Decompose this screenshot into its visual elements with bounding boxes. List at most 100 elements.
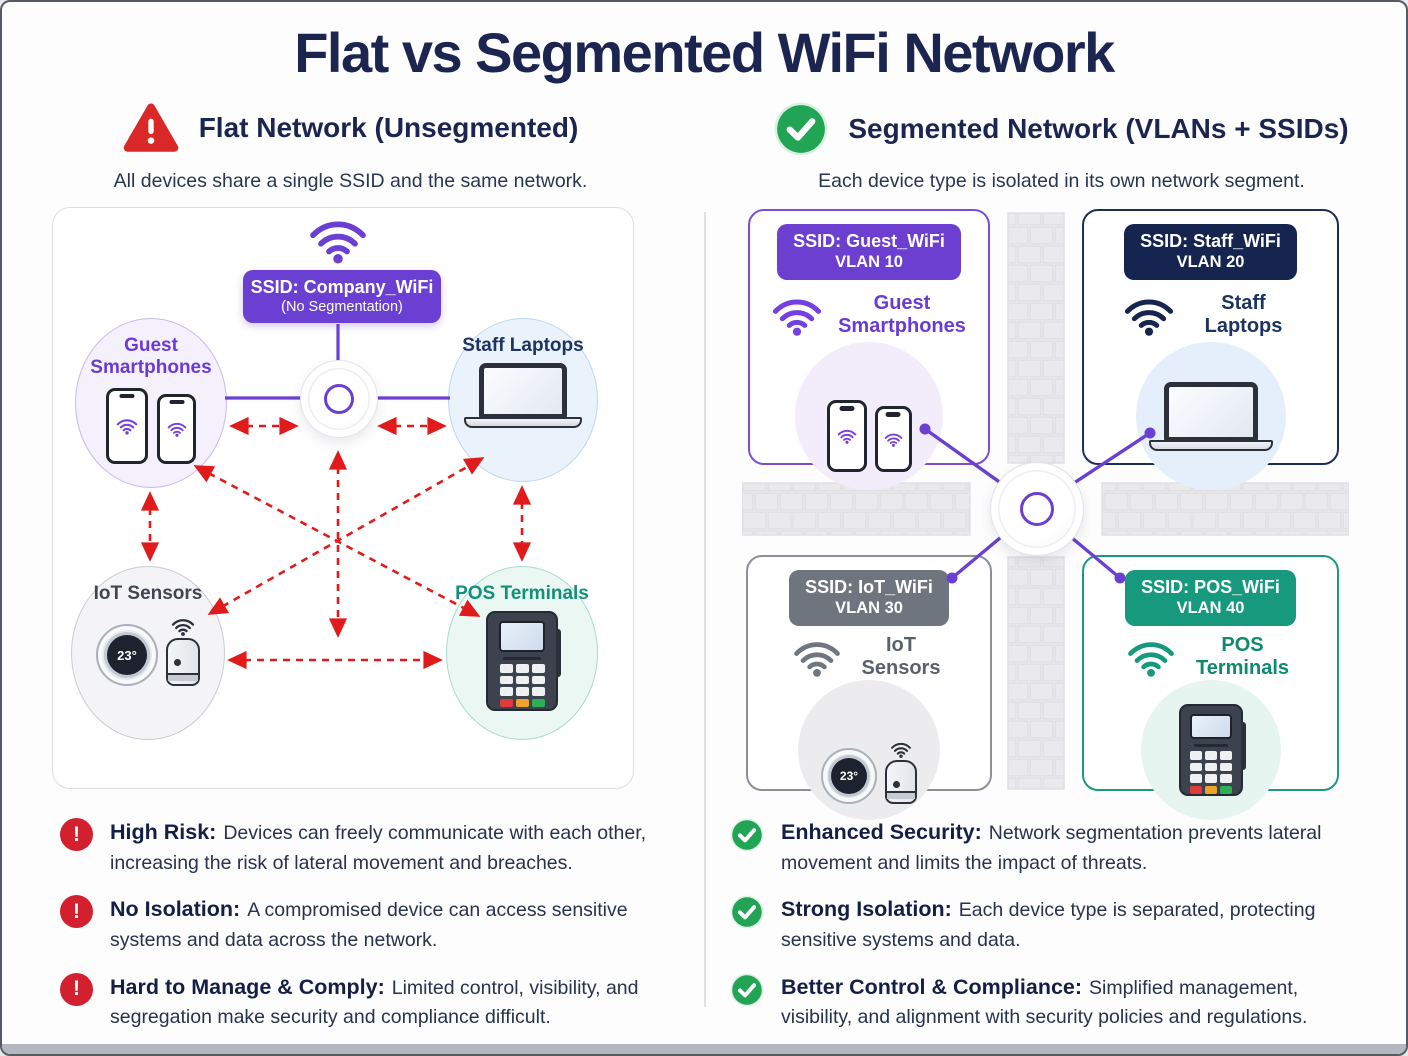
bullet-text: Each device type is separated, protectin… bbox=[781, 899, 1316, 951]
bullet-title: Strong Isolation: bbox=[781, 897, 952, 922]
list-item: ! No Isolation:A compromised device can … bbox=[60, 893, 678, 955]
page-title: Flat vs Segmented WiFi Network bbox=[294, 21, 1115, 84]
iot-sensors-label: IoT Sensors bbox=[93, 583, 203, 604]
bullet-title: Hard to Manage & Comply: bbox=[110, 974, 385, 999]
segmentation-label: (No Segmentation) bbox=[281, 299, 403, 315]
access-point bbox=[300, 360, 378, 438]
smartphone-icons bbox=[106, 387, 196, 464]
wifi-icon bbox=[890, 742, 912, 758]
check-circle-icon bbox=[730, 896, 764, 929]
flat-network-diagram: SSID: Company_WiFi (No Segmentation) Gue… bbox=[52, 207, 634, 789]
guest-ssid-badge: SSID: Guest_WiFi VLAN 10 bbox=[777, 224, 961, 280]
list-item: Better Control & Compliance:Simplified m… bbox=[730, 971, 1370, 1033]
ssid-label: SSID: Staff_WiFi bbox=[1140, 231, 1281, 251]
flat-section-subtitle: All devices share a single SSID and the … bbox=[113, 170, 588, 192]
pos-terminals-label: POS Terminals bbox=[1196, 634, 1289, 679]
guest-vlan-segment: SSID: Guest_WiFi VLAN 10 Guest Smartphon… bbox=[748, 209, 990, 490]
iot-ssid-badge: SSID: IoT_WiFi VLAN 30 bbox=[789, 570, 949, 626]
bullet-title: High Risk: bbox=[110, 820, 217, 844]
check-circle-icon bbox=[774, 102, 828, 156]
wifi-icon bbox=[167, 422, 186, 437]
iot-sensor-icon bbox=[885, 741, 917, 804]
iot-vlan-segment: SSID: IoT_WiFi VLAN 30 IoT Sensors 23° bbox=[746, 555, 992, 820]
company-ssid-badge: SSID: Company_WiFi (No Segmentation) bbox=[243, 270, 441, 323]
wifi-icon bbox=[771, 295, 823, 336]
wifi-icon bbox=[837, 429, 856, 444]
bullet-text: Simplified management, visibility, and a… bbox=[781, 976, 1308, 1029]
bullet-text: A compromised device can access sensitiv… bbox=[110, 899, 628, 951]
warning-triangle-icon bbox=[123, 103, 178, 152]
pos-device-circle bbox=[1140, 680, 1281, 820]
thermostat-temp: 23° bbox=[107, 635, 147, 676]
ssid-label: SSID: IoT_WiFi bbox=[805, 577, 933, 597]
staff-laptops-label: Staff Laptops bbox=[462, 335, 584, 356]
thermostat-icon: 23° bbox=[96, 624, 158, 687]
alert-icon: ! bbox=[60, 972, 93, 1006]
list-item: Strong Isolation:Each device type is sep… bbox=[730, 893, 1370, 955]
wifi-icon bbox=[1126, 638, 1176, 677]
guest-smartphones-label: Guest Smartphones bbox=[838, 292, 966, 337]
column-divider bbox=[704, 212, 706, 1007]
segmented-section-header: Segmented Network (VLANs + SSIDs) bbox=[713, 102, 1406, 156]
iot-sensors-label: IoT Sensors bbox=[861, 634, 941, 679]
thermostat-temp: 23° bbox=[831, 758, 867, 794]
flat-section-header: Flat Network (Unsegmented) bbox=[2, 102, 699, 154]
iot-device-circle: 23° bbox=[798, 680, 940, 820]
smartphone-icon bbox=[157, 393, 196, 464]
bullet-title: Better Control & Compliance: bbox=[781, 974, 1083, 999]
check-circle-icon bbox=[730, 973, 764, 1006]
pos-vlan-segment: SSID: POS_WiFi VLAN 40 POS Terminals bbox=[1082, 555, 1339, 820]
list-item: ! Hard to Manage & Comply:Limited contro… bbox=[60, 971, 678, 1033]
segmented-section-subtitle: Each device type is isolated in its own … bbox=[818, 170, 1305, 192]
list-item: ! High Risk:Devices can freely communica… bbox=[60, 816, 678, 878]
bullet-text: Network segmentation prevents lateral mo… bbox=[781, 822, 1322, 874]
bullet-text: Devices can freely communicate with each… bbox=[110, 822, 647, 874]
iot-sensor-icon bbox=[166, 617, 200, 687]
wifi-icon bbox=[116, 418, 138, 435]
bullet-title: Enhanced Security: bbox=[781, 820, 982, 844]
check-circle-icon bbox=[730, 818, 764, 852]
staff-device-circle bbox=[1135, 342, 1286, 490]
wifi-icon bbox=[308, 216, 368, 264]
laptop-icon bbox=[1148, 381, 1273, 451]
segmented-network-diagram: SSID: Guest_WiFi VLAN 10 Guest Smartphon… bbox=[742, 207, 1349, 820]
flat-section-title: Flat Network (Unsegmented) bbox=[198, 112, 579, 143]
pos-terminals-node: POS Terminals bbox=[446, 566, 598, 740]
pos-terminal-icon bbox=[486, 611, 561, 712]
wifi-icon bbox=[1123, 295, 1175, 336]
pos-ssid-badge: SSID: POS_WiFi VLAN 40 bbox=[1125, 570, 1296, 626]
pos-terminal-icon bbox=[1178, 704, 1246, 796]
alert-icon: ! bbox=[60, 895, 93, 929]
guest-smartphones-node: Guest Smartphones bbox=[75, 318, 227, 488]
bullet-title: No Isolation: bbox=[110, 897, 241, 922]
segmented-section-title: Segmented Network (VLANs + SSIDs) bbox=[848, 113, 1349, 144]
access-point bbox=[990, 462, 1084, 556]
staff-vlan-segment: SSID: Staff_WiFi VLAN 20 Staff Laptops bbox=[1082, 209, 1339, 490]
guest-smartphones-label: Guest Smartphones bbox=[90, 335, 212, 379]
vlan-label: VLAN 30 bbox=[835, 599, 903, 617]
list-item: Enhanced Security:Network segmentation p… bbox=[730, 816, 1370, 878]
staff-ssid-badge: SSID: Staff_WiFi VLAN 20 bbox=[1124, 224, 1297, 280]
wifi-icon bbox=[171, 619, 195, 637]
pos-terminals-label: POS Terminals bbox=[455, 583, 589, 604]
bullet-text: Limited control, visibility, and segrega… bbox=[110, 976, 639, 1029]
thermostat-icon: 23° bbox=[821, 748, 877, 804]
window-bottom-edge bbox=[2, 1044, 1406, 1054]
laptop-icon bbox=[464, 363, 582, 429]
ssid-label: SSID: Guest_WiFi bbox=[793, 231, 945, 251]
wifi-icon bbox=[884, 433, 902, 447]
smartphone-icon bbox=[874, 406, 912, 472]
vlan-label: VLAN 40 bbox=[1176, 599, 1245, 617]
ssid-label: SSID: POS_WiFi bbox=[1141, 577, 1280, 597]
guest-device-circle bbox=[795, 342, 943, 490]
staff-laptops-label: Staff Laptops bbox=[1204, 292, 1283, 337]
vlan-label: VLAN 10 bbox=[835, 253, 903, 271]
iot-sensors-node: IoT Sensors 23° bbox=[71, 566, 225, 740]
alert-icon: ! bbox=[60, 818, 93, 851]
segmented-benefit-list: Enhanced Security:Network segmentation p… bbox=[730, 816, 1370, 1033]
staff-laptops-node: Staff Laptops bbox=[448, 318, 598, 482]
smartphone-icon bbox=[826, 400, 867, 472]
smartphone-icon bbox=[106, 387, 148, 464]
ssid-label: SSID: Company_WiFi bbox=[250, 277, 434, 297]
